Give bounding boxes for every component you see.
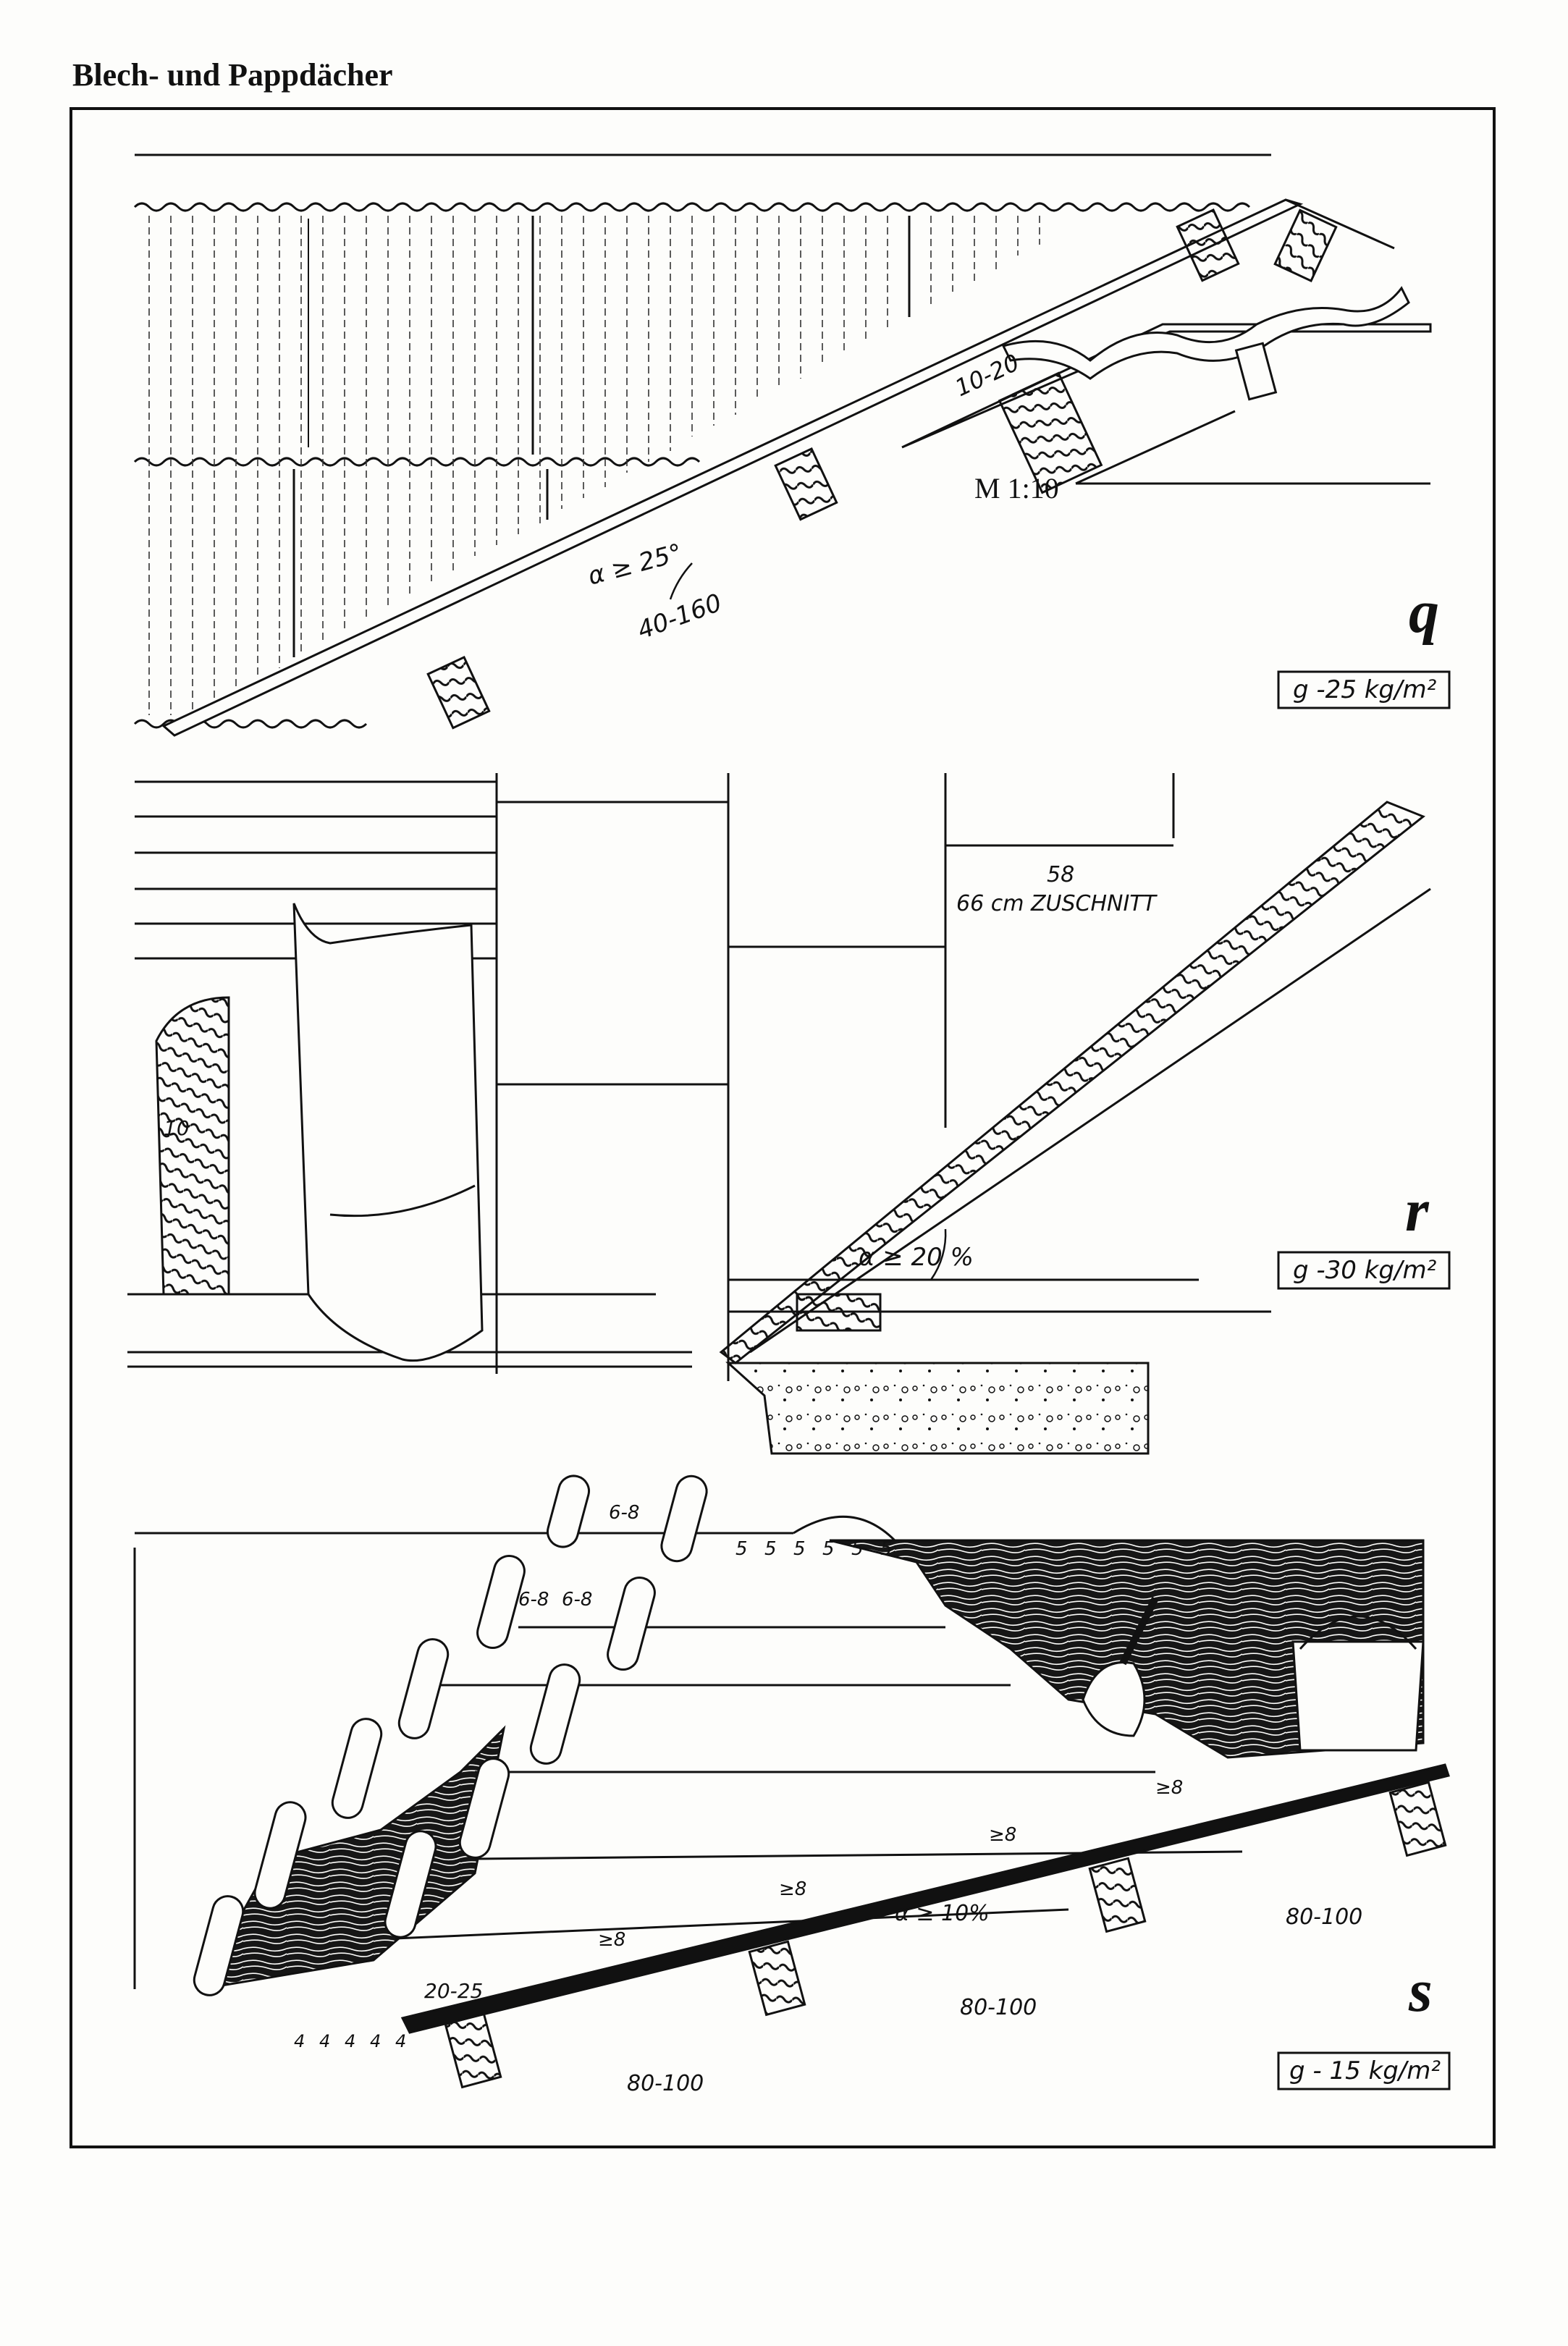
overlap-c: 6-8 xyxy=(562,1589,592,1611)
edge-spacing-4: 4 xyxy=(370,2031,381,2051)
panel-letter-q: q xyxy=(1409,578,1439,646)
weight-label-s: g - 15 kg/m² xyxy=(1289,2056,1441,2085)
nail-spacing-2: 5 xyxy=(764,1538,777,1560)
page-title: Blech- und Pappdächer xyxy=(72,57,393,93)
angle-label-r: α ≥ 20 % xyxy=(859,1243,974,1272)
scale-label: M 1:10 xyxy=(974,472,1059,505)
edge-spacing-1: 4 xyxy=(294,2031,305,2051)
spacing-3: 80-100 xyxy=(1286,1904,1362,1930)
weight-label-q: g -25 kg/m² xyxy=(1293,675,1437,704)
edge-spacing-3: 4 xyxy=(345,2031,355,2051)
felt-rolls xyxy=(193,1474,708,1996)
eave-dimension: 20-25 xyxy=(424,1979,483,2003)
angle-label-s: α ≥ 10% xyxy=(895,1901,990,1926)
edge-dimension-r: 10 xyxy=(164,1116,190,1140)
panel-s-tar-paper-application: α ≥ 10% ≥8 ≥8 ≥8 ≥8 6-8 6-8 6-8 5 5 5 5 … xyxy=(133,1474,1451,2096)
overlap-b: 6-8 xyxy=(518,1589,549,1611)
detail-section: 10-20 M 1:10 xyxy=(901,286,1432,505)
panel-q-corrugated-sheet-roof: 10-20 M 1:10 α ≥ 25° 40-160 q g -25 kg/m… xyxy=(133,153,1451,737)
overlap-min-2: ≥8 xyxy=(779,1878,806,1900)
nail-spacing-4: 5 xyxy=(822,1538,835,1560)
nail-spacing-6: 5 xyxy=(880,1538,893,1560)
panel-letter-r: r xyxy=(1405,1177,1430,1244)
spacing-1: 80-100 xyxy=(627,2071,704,2096)
drawing-plate: 10-20 M 1:10 α ≥ 25° 40-160 q g -25 kg/m… xyxy=(69,107,1496,2148)
angle-label-q: α ≥ 25° xyxy=(585,539,686,591)
weight-label-r: g -30 kg/m² xyxy=(1293,1256,1437,1285)
overlap-min-1: ≥8 xyxy=(598,1929,625,1951)
overlap-min-4: ≥8 xyxy=(1155,1777,1183,1799)
edge-spacing-2: 4 xyxy=(319,2031,330,2051)
nail-spacing-3: 5 xyxy=(793,1538,806,1560)
plate-frame xyxy=(69,107,1496,2148)
corrugated-sheets xyxy=(133,202,1251,729)
purlins-s xyxy=(444,1781,1447,2089)
edge-spacing-5: 4 xyxy=(395,2031,406,2051)
nail-spacing-1: 5 xyxy=(735,1538,748,1560)
purlin-spacing-q: 40-160 xyxy=(633,588,725,646)
panel-r-roofing-felt: 10 58 66 cm ZUSCHNITT α ≥ 20 % r g -30 k… xyxy=(127,773,1451,1455)
overlap-min-3: ≥8 xyxy=(989,1824,1016,1846)
panel-letter-s: s xyxy=(1408,1957,1433,2025)
cut-dimension-r: 66 cm ZUSCHNITT xyxy=(956,891,1158,916)
overlap-a: 6-8 xyxy=(609,1502,639,1524)
width-dimension-r: 58 xyxy=(1047,862,1074,887)
nail-spacing-5: 5 xyxy=(851,1538,864,1560)
spacing-2: 80-100 xyxy=(960,1995,1037,2020)
purlins xyxy=(426,208,1338,730)
